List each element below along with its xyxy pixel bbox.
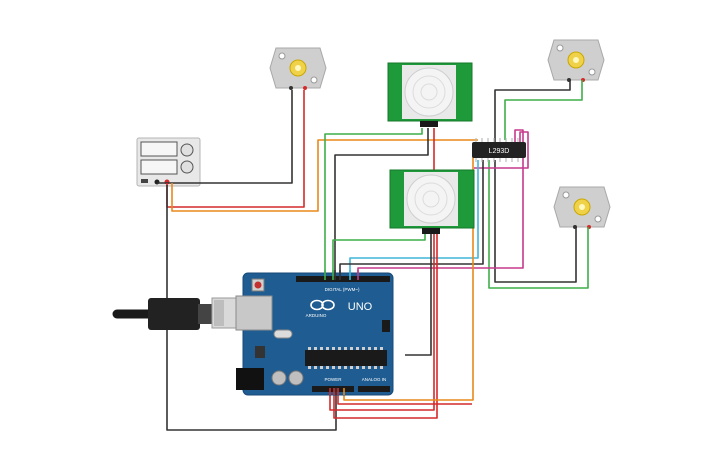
wire (349, 160, 479, 278)
header-wire-ends (324, 270, 359, 395)
wire (332, 233, 426, 278)
wire (494, 160, 577, 283)
pir-sensor-bottom[interactable] (389, 169, 475, 234)
arduino-usb-port (235, 295, 273, 331)
driver-pins (475, 138, 519, 162)
wire (474, 131, 529, 169)
arduino-mcu-pins (308, 347, 383, 369)
motor-shaft (295, 65, 301, 71)
power-supply[interactable] (136, 137, 201, 187)
motor-driver-chip[interactable]: L293D (472, 138, 526, 162)
arduino-regulator (255, 346, 265, 358)
arduino-analog-label: ANALOG IN (362, 377, 387, 382)
motor-screw (310, 76, 318, 84)
wire (504, 80, 583, 140)
wire (333, 233, 438, 419)
arduino-icsp-header (382, 320, 390, 332)
wire (357, 129, 524, 278)
motor-shaft (573, 57, 579, 63)
motor-screw (556, 44, 564, 52)
driver-label: L293D (489, 148, 510, 155)
motor-shaft (579, 204, 585, 210)
wires (157, 80, 589, 431)
pir-dome-lens-icon (404, 67, 454, 117)
dc-motor-top-left[interactable] (269, 47, 327, 90)
pir-pin-header (420, 121, 438, 127)
motor-screw (278, 52, 286, 60)
wire (324, 128, 423, 278)
wire (334, 128, 429, 278)
pir-lens-ring (420, 83, 438, 101)
supply-display-top (140, 141, 178, 157)
supply-knob-icon[interactable] (180, 143, 194, 157)
arduino-infinity-logo-icon (310, 299, 335, 311)
arduino-digital-label: DIGITAL (PWM~) (325, 287, 360, 292)
motor-terminal (289, 86, 293, 90)
supply-display-bottom (140, 159, 178, 175)
arduino-model: UNO (348, 301, 373, 313)
wire (171, 139, 478, 212)
arduino-power-label: POWER (324, 377, 342, 382)
arduino-microcontroller (305, 350, 387, 366)
arduino-digital-header (296, 276, 390, 282)
motor-screw (562, 191, 570, 199)
usb-plug-neck (198, 304, 212, 324)
arduino-analog-header (358, 386, 390, 392)
motor-screw (594, 215, 602, 223)
wire (494, 80, 571, 145)
dc-motor-top-right[interactable] (547, 39, 605, 82)
pir-sensor-top[interactable] (387, 62, 473, 127)
pir-lens-ring (412, 75, 446, 109)
pir-pin-header (422, 228, 440, 234)
pir-lens-ring (414, 182, 448, 216)
arduino-crystal (273, 329, 293, 339)
supply-switch[interactable] (141, 179, 148, 183)
driver-body (472, 142, 526, 158)
pir-lens-ring (422, 190, 440, 208)
arduino-uno-board[interactable]: DIGITAL (PWM~) ARDUINO UNO (235, 272, 394, 396)
motor-terminal (303, 86, 307, 90)
arduino-capacitor (288, 370, 304, 386)
arduino-power-jack (236, 368, 264, 390)
arduino-reset-cap (254, 281, 262, 289)
wire (488, 160, 589, 289)
wire (157, 90, 293, 184)
arduino-capacitor (271, 370, 287, 386)
arduino-brand: ARDUINO (306, 313, 327, 318)
usb-connector-shade (214, 300, 224, 326)
motor-screw (588, 68, 596, 76)
arduino-power-header (312, 386, 354, 392)
pir-dome-lens-icon (406, 174, 456, 224)
dc-motor-right[interactable] (553, 186, 611, 229)
wire (329, 128, 435, 411)
supply-knob-icon[interactable] (180, 160, 194, 174)
wire (405, 233, 432, 356)
usb-plug-body (148, 298, 200, 330)
